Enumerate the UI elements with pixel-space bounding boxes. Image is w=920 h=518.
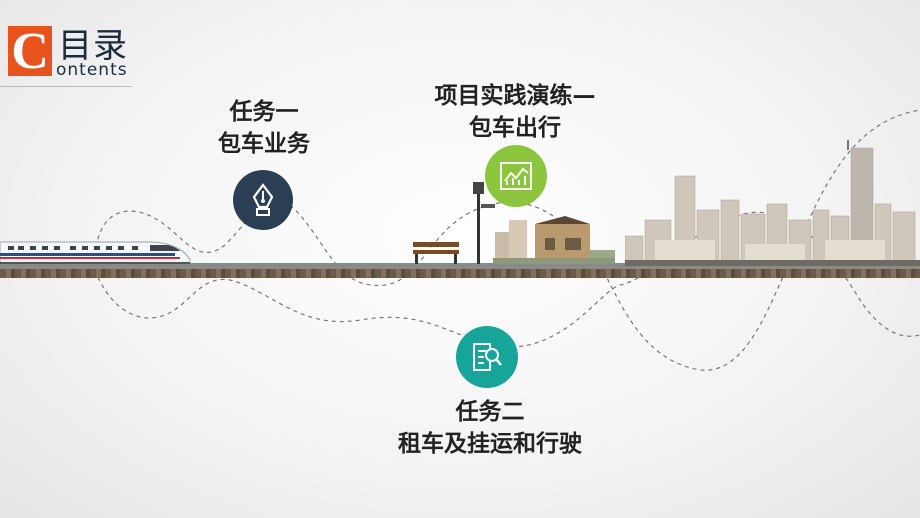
item-1-line1: 任务一 <box>229 99 299 125</box>
item-1-title: 任务一 包车业务 <box>174 96 354 160</box>
item-1-line2: 包车业务 <box>218 131 310 157</box>
item-2-line1: 项目实践演练— <box>434 83 596 109</box>
city-skyline-image <box>625 140 920 266</box>
logo-c-box: C <box>8 26 52 78</box>
item-3-line2: 租车及挂运和行驶 <box>398 431 582 457</box>
item-2-line2: 包车出行 <box>469 115 561 141</box>
item-3-icon-circle[interactable] <box>456 326 518 388</box>
item-3-line1: 任务二 <box>455 399 525 425</box>
fountain-pen-icon <box>252 183 274 216</box>
park-and-houses-image <box>413 182 615 264</box>
item-2-icon-circle[interactable] <box>485 145 547 207</box>
logo-letter: C <box>11 23 49 80</box>
page-title: 目录 <box>58 26 128 66</box>
item-3-title: 任务二 租车及挂运和行驶 <box>360 396 620 460</box>
item-2-title: 项目实践演练— 包车出行 <box>395 80 635 144</box>
road <box>0 263 920 269</box>
logo-underline <box>0 86 132 87</box>
road-ground <box>0 269 920 278</box>
high-speed-train-image <box>0 241 191 264</box>
document-search-icon <box>473 343 502 371</box>
chart-icon <box>500 162 532 190</box>
item-1-icon-circle[interactable] <box>233 170 293 230</box>
page-subtitle: ontents <box>56 60 128 80</box>
